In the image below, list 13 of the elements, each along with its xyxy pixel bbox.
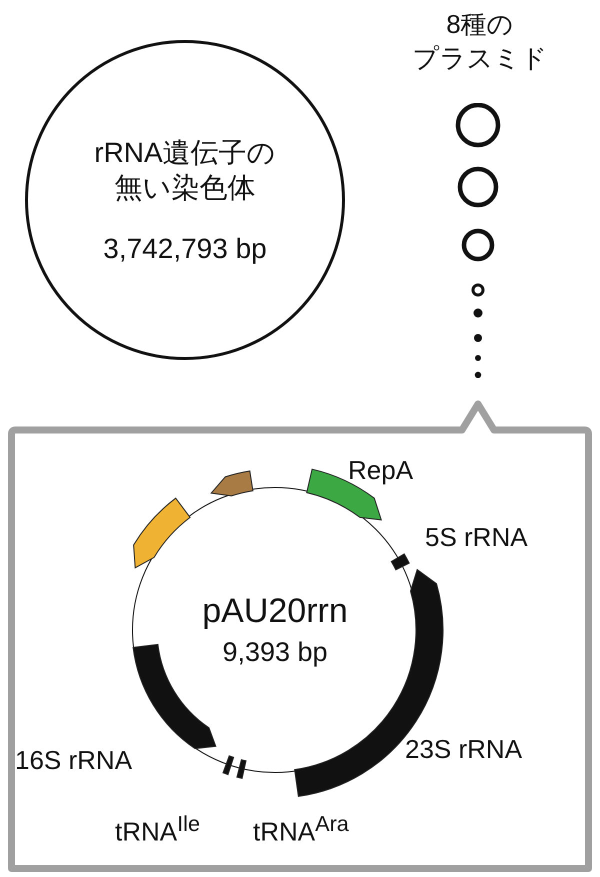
gene-label: 16S rRNA — [15, 746, 132, 775]
chromosome-circle — [25, 40, 345, 360]
callout-box — [8, 398, 592, 872]
gene-label: 23S rRNA — [405, 735, 522, 764]
plasmid-name: pAU20rrn — [202, 590, 348, 632]
chromosome-label: rRNA遺伝子の無い染色体 — [93, 136, 277, 204]
plasmid-size: 9,393 bp — [222, 636, 328, 670]
gene-label: RepA — [348, 456, 414, 485]
gene-label: tRNA$^{Ile}$ — [115, 812, 200, 846]
gene-label: tRNA$^{Ara}$ — [253, 812, 349, 846]
gene-label: 5S rRNA — [425, 523, 528, 552]
size-label: 3,742,793 bp — [103, 232, 267, 266]
plasmid-count-label: 8種のプラスミド — [412, 8, 548, 75]
